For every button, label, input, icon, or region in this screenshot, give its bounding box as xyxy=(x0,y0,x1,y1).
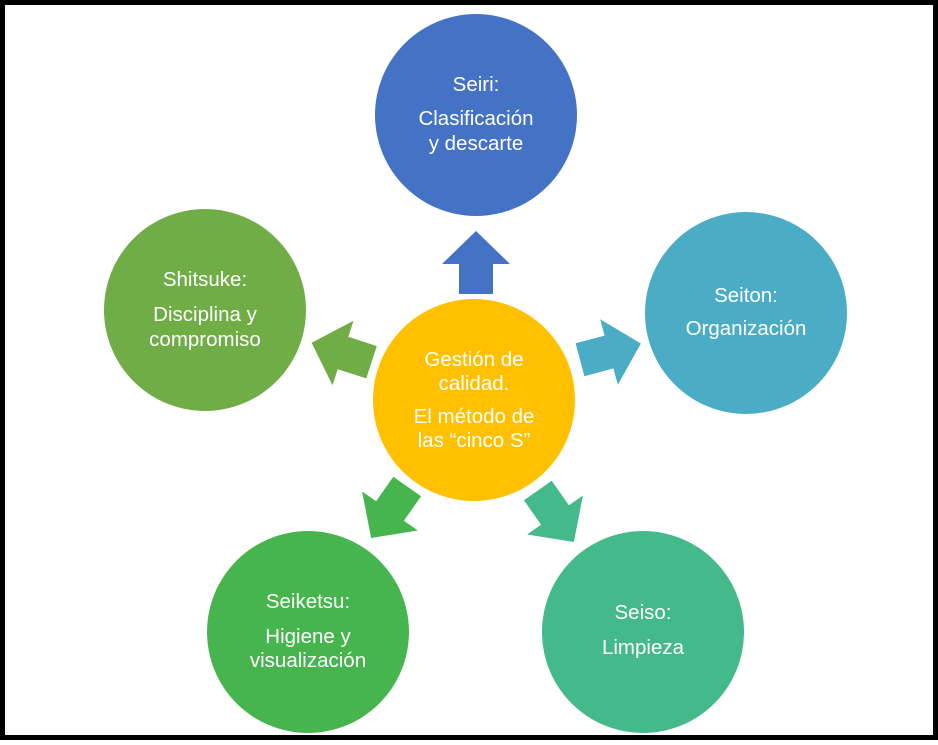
five-s-diagram: Gestión de calidad. El método de las “ci… xyxy=(104,14,847,733)
shitsuke-line-2: Disciplina y xyxy=(153,303,257,326)
seiton-circle xyxy=(645,212,847,414)
seiri-circle xyxy=(375,14,577,216)
shitsuke-title: Shitsuke: xyxy=(163,268,247,291)
shitsuke-circle xyxy=(104,209,306,411)
node-seiri: Seiri: Clasificación y descarte xyxy=(375,14,577,216)
arrow-to-seiketsu xyxy=(362,476,422,538)
shitsuke-line-3: compromiso xyxy=(149,328,261,351)
seiso-title: Seiso: xyxy=(615,601,672,624)
seiketsu-circle xyxy=(207,531,409,733)
center-line-4: las “cinco S” xyxy=(418,429,531,452)
arrow-to-seiri xyxy=(442,231,510,294)
arrow-to-seiso xyxy=(523,480,583,542)
node-seiton: Seiton: Organización xyxy=(645,212,847,414)
arrow-to-seiton xyxy=(575,319,641,385)
node-seiketsu: Seiketsu: Higiene y visualización xyxy=(207,531,409,733)
center-circle xyxy=(373,299,575,501)
seiketsu-line-2: Higiene y xyxy=(265,625,351,648)
seiketsu-title: Seiketsu: xyxy=(266,590,350,613)
seiri-line-2: Clasificación xyxy=(418,107,533,130)
arrow-to-shitsuke xyxy=(311,320,377,386)
center-node: Gestión de calidad. El método de las “ci… xyxy=(373,299,575,501)
seiton-line-2: Organización xyxy=(686,317,807,340)
seiso-line-2: Limpieza xyxy=(602,636,685,659)
arrows-group xyxy=(311,231,641,542)
center-line-1: Gestión de xyxy=(424,348,523,371)
node-seiso: Seiso: Limpieza xyxy=(542,531,744,733)
center-line-3: El método de xyxy=(414,405,535,428)
seiso-circle xyxy=(542,531,744,733)
node-shitsuke: Shitsuke: Disciplina y compromiso xyxy=(104,209,306,411)
center-line-2: calidad. xyxy=(439,372,510,395)
seiri-title: Seiri: xyxy=(453,73,500,96)
seiton-title: Seiton: xyxy=(714,284,778,307)
seiketsu-line-3: visualización xyxy=(250,649,366,672)
seiri-line-3: y descarte xyxy=(429,132,524,155)
